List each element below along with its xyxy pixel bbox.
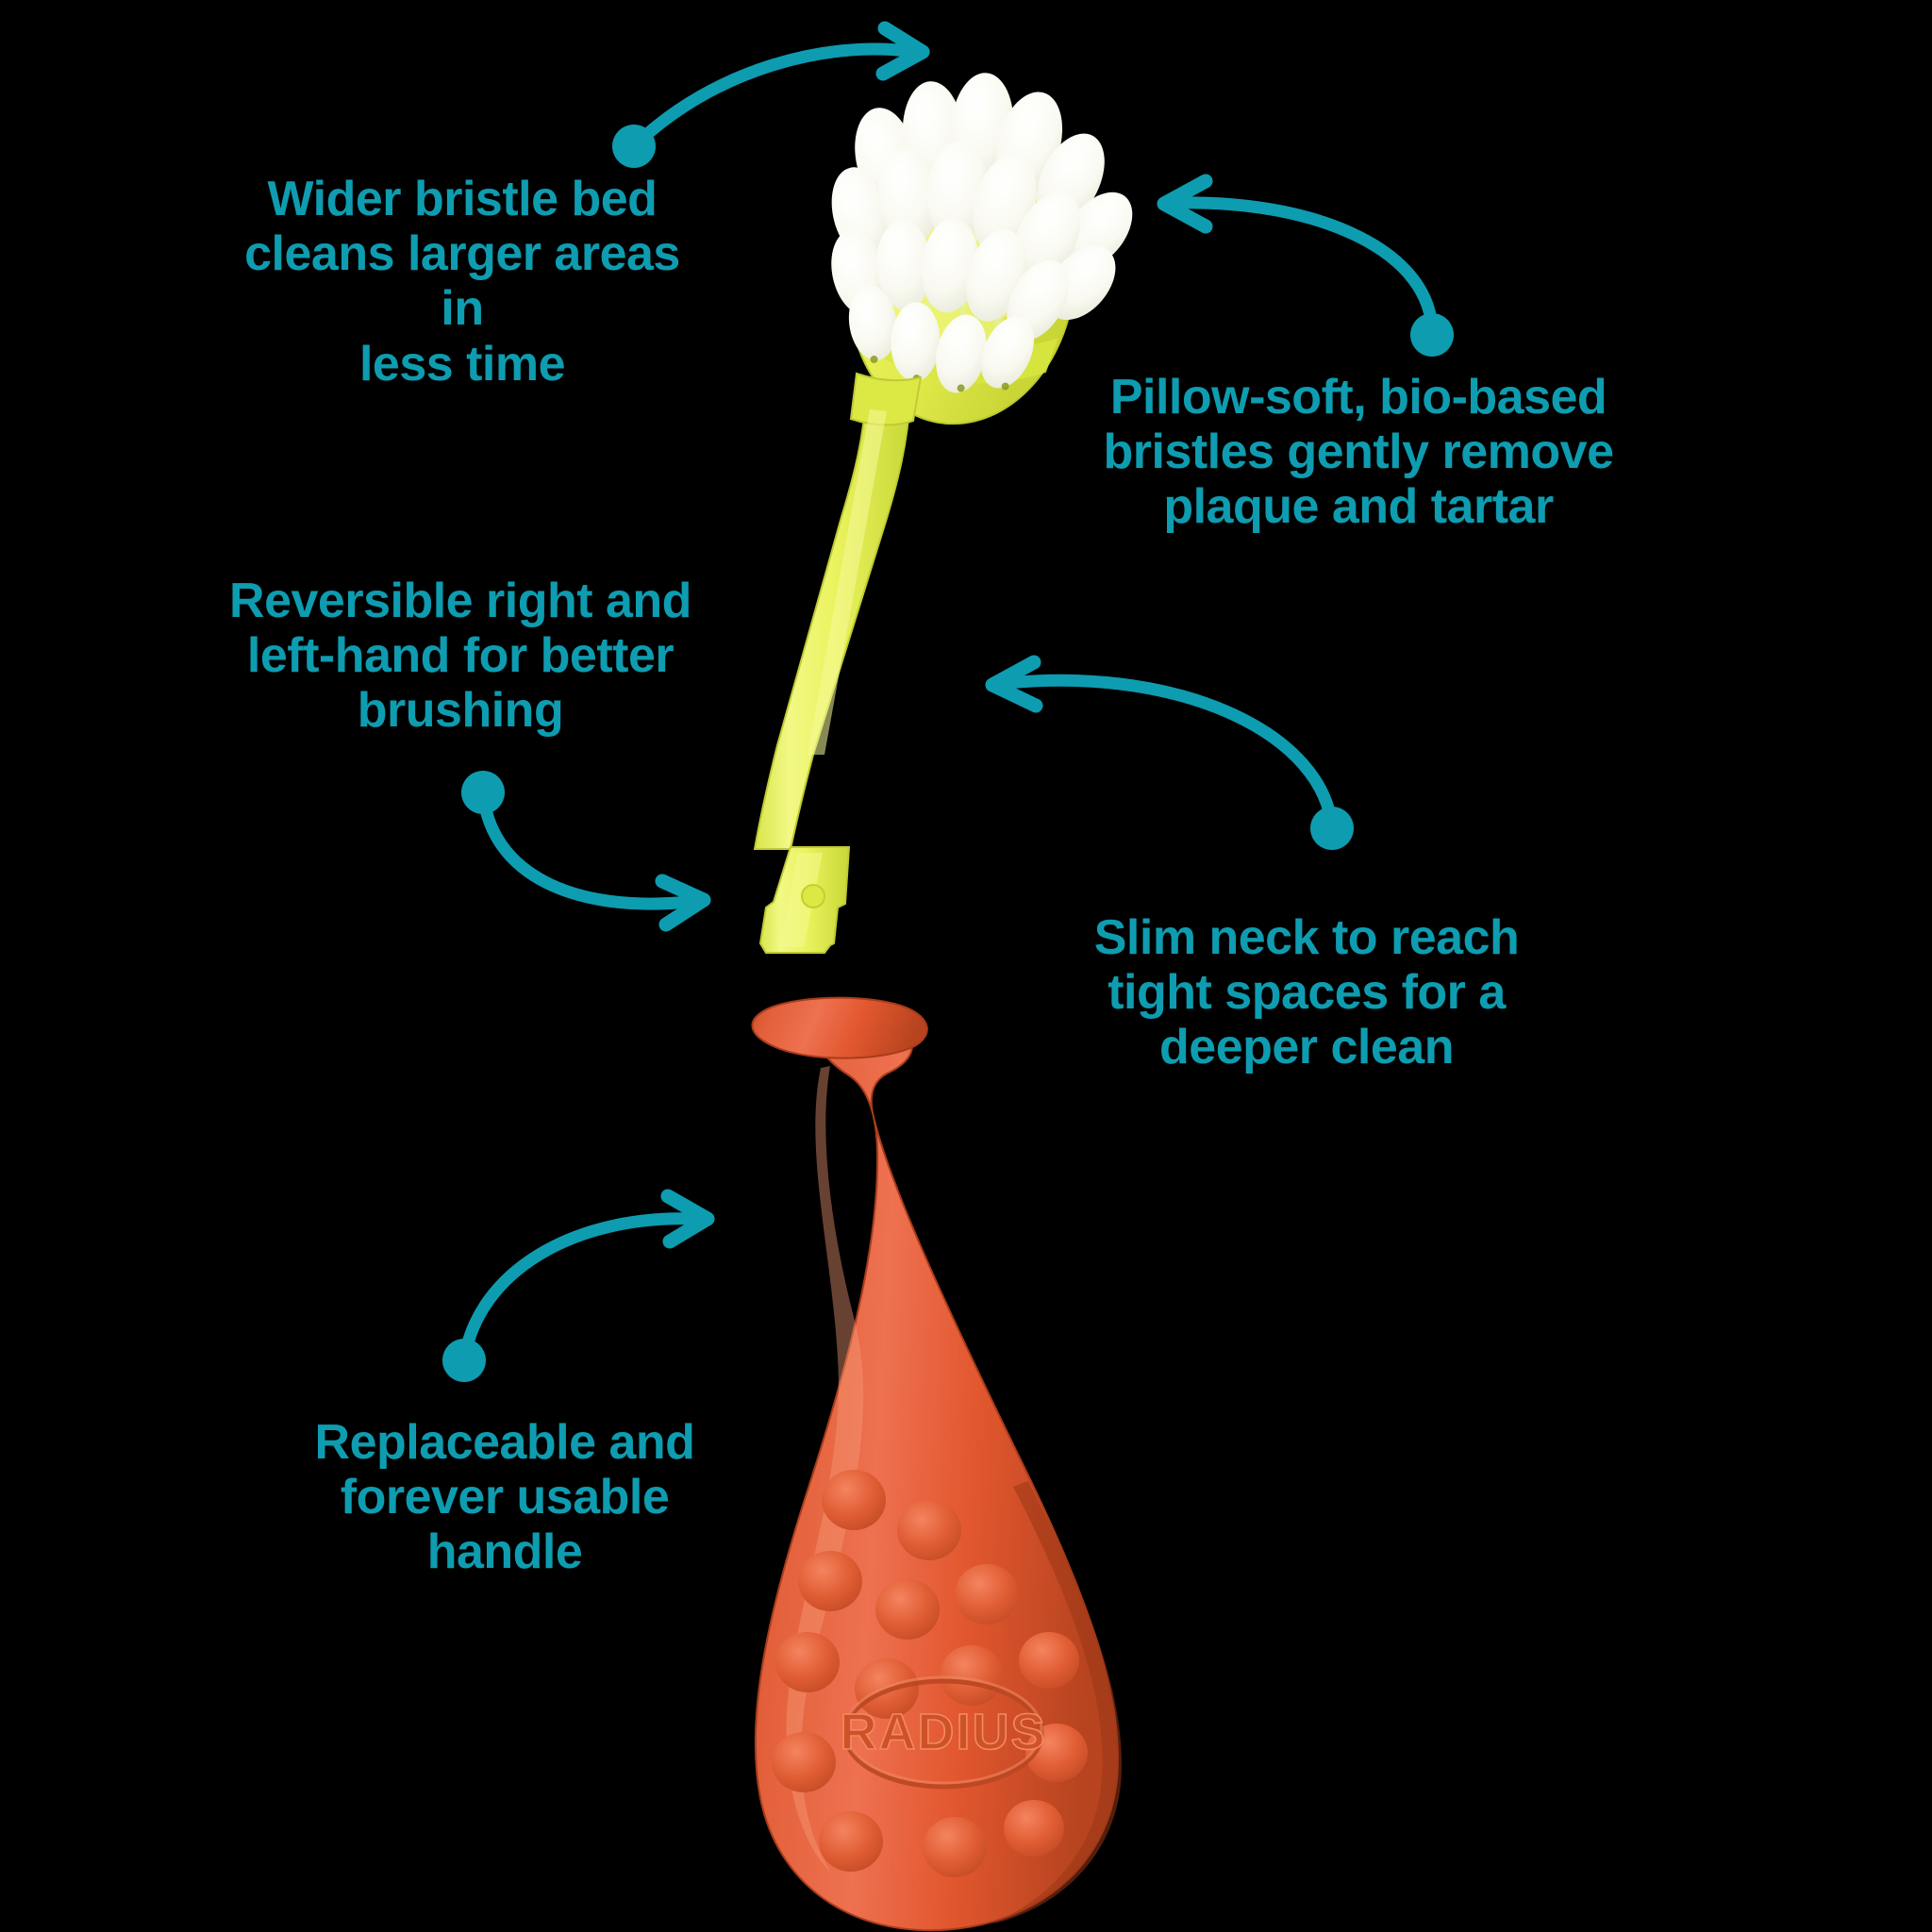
handle-group: RADIUS (751, 996, 1123, 1932)
callout-text-reversible-hand: Reversible right and left-hand for bette… (229, 574, 691, 739)
neck-highlight (808, 409, 887, 755)
callout-arrow-replaceable (442, 1189, 715, 1382)
brush-head-group (831, 73, 1133, 425)
callout-dot-wider (612, 125, 656, 168)
callout-arrow-reversible (461, 771, 711, 932)
arrowhead-pillow (1157, 174, 1213, 234)
callout-arrow-pillow (1157, 174, 1454, 357)
callout-arrow-wider (612, 21, 930, 168)
callout-text-wider-bristle-bed: Wider bristle bed cleans larger areas in… (244, 172, 680, 391)
callout-text-pillow-soft-bristles: Pillow-soft, bio-based bristles gently r… (1103, 370, 1615, 535)
handle-top-flare (751, 996, 928, 1059)
handle-shadow (991, 1481, 1123, 1924)
brand-emboss-text: RADIUS (840, 1704, 1046, 1760)
connector-detent (801, 884, 825, 908)
arrowhead-wider (875, 21, 930, 81)
arrowhead-slim (985, 655, 1043, 713)
callout-text-replaceable-handle: Replaceable and forever usable handle (314, 1415, 695, 1580)
callout-dot-replaceable (442, 1339, 486, 1382)
brand-emboss-group: RADIUS (840, 1675, 1046, 1790)
callout-arrow-slim (985, 655, 1354, 850)
arrowhead-replaceable (660, 1189, 715, 1249)
callout-dot-slim (1310, 807, 1354, 850)
callout-dot-pillow (1410, 313, 1454, 357)
callout-dot-reversible (461, 771, 505, 814)
callout-text-slim-neck: Slim neck to reach tight spaces for a de… (1093, 910, 1520, 1075)
neck-collar (849, 372, 923, 426)
connector-tip-group (758, 846, 851, 954)
arrowhead-reversible (655, 874, 711, 932)
bristle-tufts-fringe (848, 285, 1035, 393)
slim-neck-group (753, 372, 923, 850)
